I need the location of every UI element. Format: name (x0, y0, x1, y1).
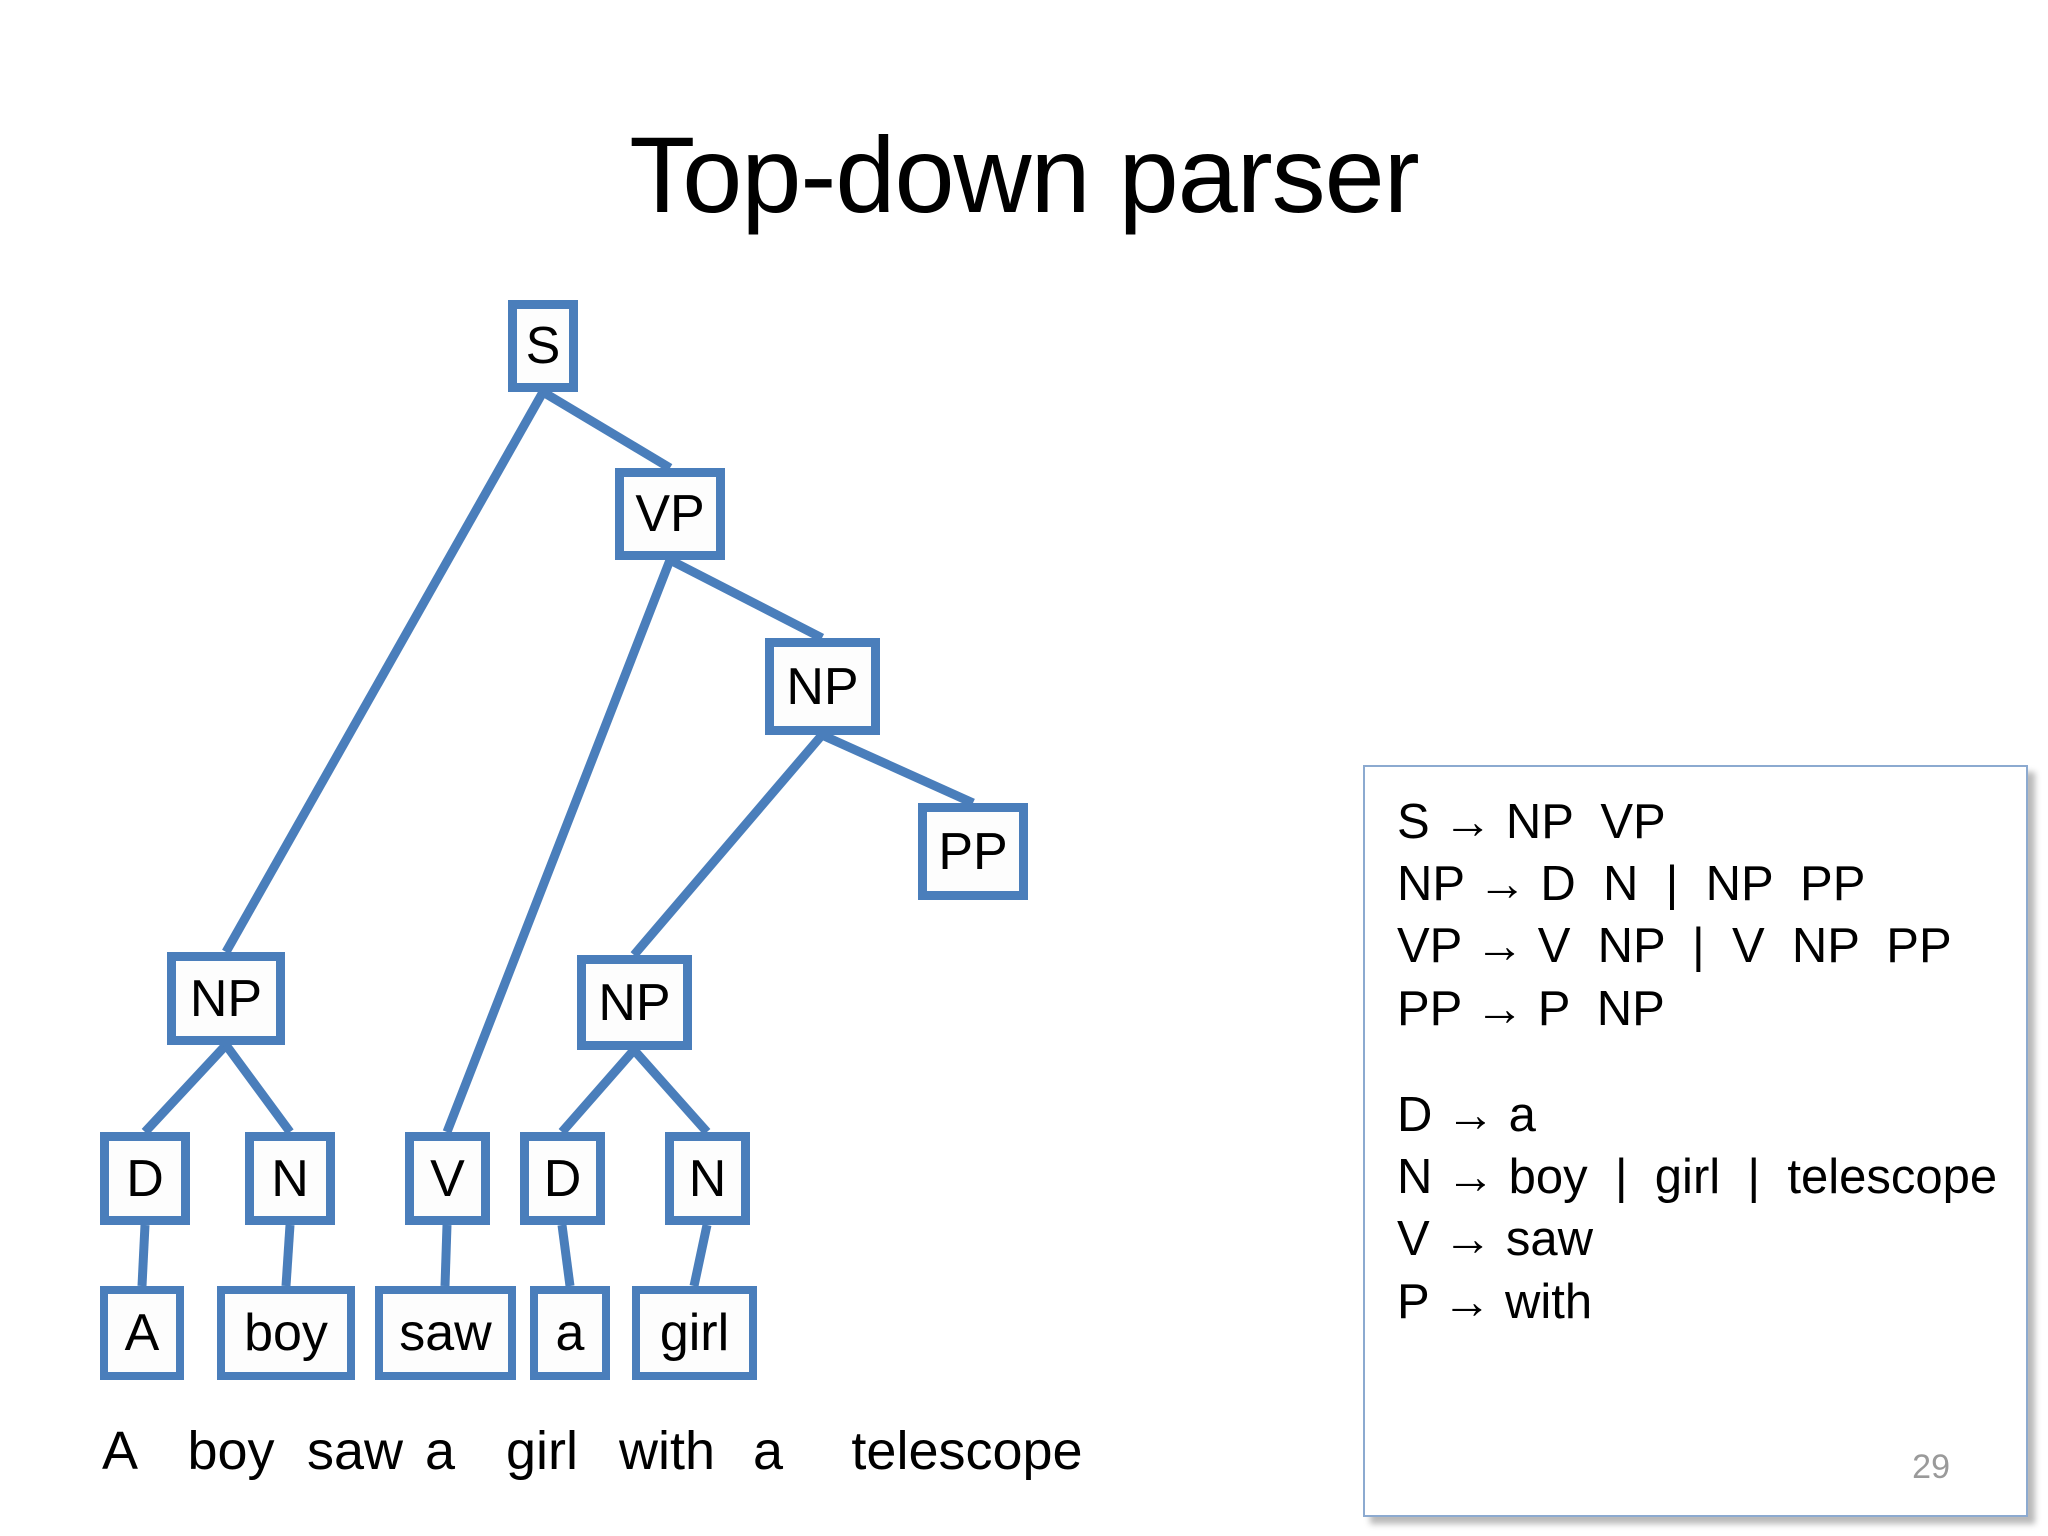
node-label: saw (399, 1304, 492, 1362)
tree-edge-NPobj-NPin (630, 732, 826, 958)
node-label: N (688, 1149, 727, 1208)
grammar-rule-6: N → boy | girl | telescope (1397, 1150, 1998, 1205)
tree-edge-V1-wsaw (440, 1224, 452, 1287)
grammar-rule-3: PP → P NP (1397, 981, 1665, 1036)
node-label: S (525, 317, 561, 375)
tree-leaf-wa: a (530, 1286, 610, 1380)
grammar-rule-2: VP → V NP | V NP PP (1397, 919, 1952, 974)
node-label: PP (938, 822, 1008, 881)
tree-edge-NPobj-PP (820, 730, 975, 808)
page-number: 29 (1912, 1448, 1950, 1486)
sentence-word-7: telescope (851, 1421, 1083, 1481)
tree-node-V1: V (405, 1132, 490, 1225)
node-label: D (126, 1149, 164, 1208)
node-label: V (430, 1149, 465, 1208)
tree-edge-NPin-N2 (630, 1047, 711, 1135)
sentence-word-2: saw (306, 1421, 404, 1481)
tree-edge-S-VP (540, 388, 673, 472)
tree-edge-N2-wgirl (689, 1224, 712, 1287)
sentence-word-3: a (424, 1421, 456, 1481)
grammar-rules-list: S → NP VP NP → D N | NP PP VP → V NP | V N… (1397, 791, 2016, 1333)
sentence-word-0: A (101, 1421, 139, 1481)
tree-node-S: S (508, 300, 578, 392)
node-label: a (555, 1304, 585, 1362)
page-title: Top-down parser (629, 114, 1419, 235)
sentence-word-6: a (752, 1421, 784, 1481)
tree-leaf-wboy: boy (217, 1286, 355, 1380)
tree-node-N1: N (245, 1132, 335, 1225)
tree-node-NPsubj: NP (167, 952, 285, 1045)
sentence-word-5: with (618, 1421, 716, 1481)
sentence-word-1: boy (187, 1421, 275, 1481)
tree-node-D2: D (520, 1132, 605, 1225)
tree-node-PP: PP (918, 803, 1028, 900)
node-label: boy (244, 1304, 328, 1362)
tree-node-N2: N (665, 1132, 750, 1225)
tree-node-NPobj: NP (765, 638, 880, 735)
tree-edge-D1-wA (137, 1224, 150, 1287)
node-label: NP (786, 657, 859, 716)
tree-edge-VP-V1 (442, 558, 675, 1134)
tree-leaf-wsaw: saw (375, 1286, 516, 1380)
tree-node-VP: VP (615, 468, 725, 560)
grammar-rule-1: NP → D N | NP PP (1397, 857, 1866, 912)
tree-edge-N1-wboy (281, 1224, 295, 1287)
grammar-rule-7: V → saw (1397, 1212, 1594, 1267)
sentence-word-4: girl (505, 1421, 578, 1481)
node-label: N (271, 1149, 309, 1208)
tree-leaf-wgirl: girl (632, 1286, 757, 1380)
grammar-rule-0: S → NP VP (1397, 795, 1666, 849)
tree-edge-S-NPsubj (222, 389, 547, 955)
node-label: girl (659, 1304, 730, 1362)
grammar-rule-5: D → a (1397, 1087, 1536, 1142)
tree-edge-NPin-D2 (558, 1047, 638, 1135)
node-label: D (543, 1149, 582, 1208)
tree-edge-D2-wa (557, 1224, 575, 1287)
node-label: A (124, 1304, 160, 1362)
tree-node-NPin: NP (577, 955, 692, 1050)
tree-node-D1: D (100, 1132, 190, 1225)
tree-edge-VP-NPobj (667, 555, 825, 643)
tree-edge-NPsubj-N1 (222, 1042, 294, 1135)
node-label: NP (598, 973, 671, 1032)
tree-edge-NPsubj-D1 (141, 1041, 230, 1136)
tree-leaf-wA: A (100, 1286, 184, 1380)
grammar-rule-spacer (1397, 1040, 2016, 1084)
node-label: VP (635, 485, 705, 543)
grammar-rule-8: P → with (1397, 1274, 1593, 1329)
grammar-rules-box: S → NP VP NP → D N | NP PP VP → V NP | V N… (1363, 765, 2028, 1517)
node-label: NP (189, 969, 263, 1028)
